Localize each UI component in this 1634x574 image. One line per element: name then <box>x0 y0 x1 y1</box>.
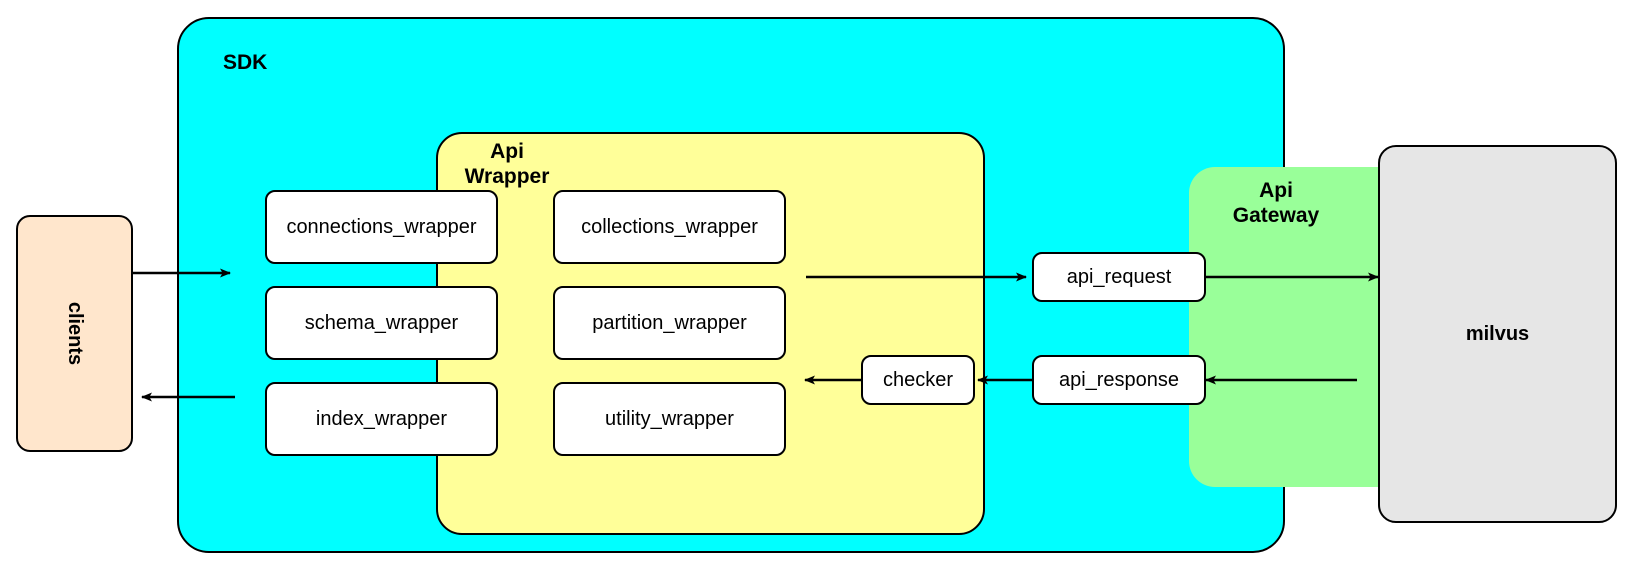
milvus-label: milvus <box>1465 322 1530 345</box>
clients-node[interactable]: clients <box>16 215 133 452</box>
index-wrapper-node[interactable]: index_wrapper <box>265 382 498 456</box>
partition-wrapper-node[interactable]: partition_wrapper <box>553 286 786 360</box>
milvus-node[interactable]: milvus <box>1378 145 1617 523</box>
api-response-node[interactable]: api_response <box>1032 355 1206 405</box>
checker-node[interactable]: checker <box>861 355 975 405</box>
schema-wrapper-node[interactable]: schema_wrapper <box>265 286 498 360</box>
api-wrapper-title: Api Wrapper <box>464 140 550 188</box>
api-request-node[interactable]: api_request <box>1032 252 1206 302</box>
connections-wrapper-node[interactable]: connections_wrapper <box>265 190 498 264</box>
api-gateway-title: Api Gateway <box>1232 179 1320 227</box>
collections-wrapper-node[interactable]: collections_wrapper <box>553 190 786 264</box>
utility-wrapper-node[interactable]: utility_wrapper <box>553 382 786 456</box>
sdk-title: SDK <box>223 51 268 74</box>
clients-label: clients <box>63 301 86 366</box>
